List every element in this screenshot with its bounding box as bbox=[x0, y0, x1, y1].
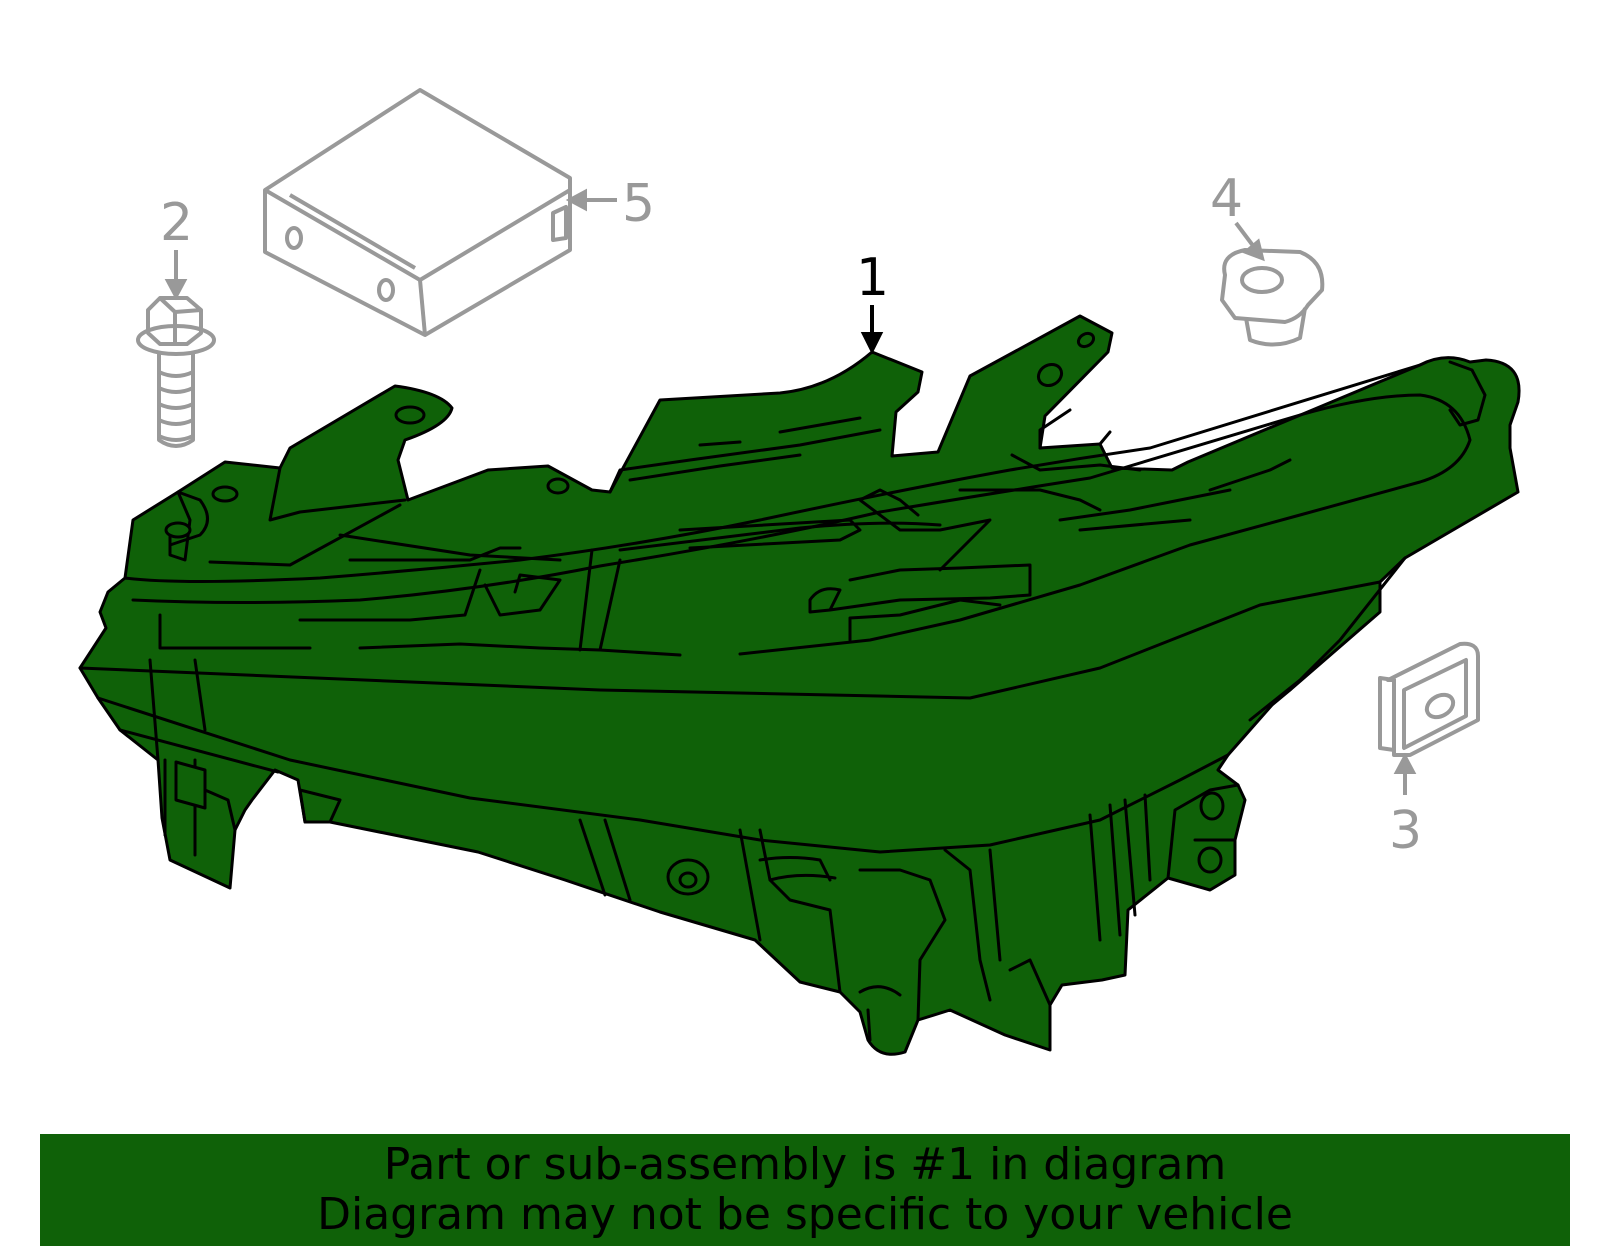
banner-line-2: Diagram may not be specific to your vehi… bbox=[317, 1189, 1293, 1240]
clip-nut-icon bbox=[1378, 641, 1480, 757]
info-banner: Part or sub-assembly is #1 in diagram Di… bbox=[40, 1134, 1570, 1246]
callout-1-leader bbox=[860, 305, 884, 355]
callout-1-label: 1 bbox=[856, 248, 889, 308]
callout-4-label: 4 bbox=[1210, 169, 1243, 229]
callout-2-label: 2 bbox=[160, 193, 193, 253]
callout-2-leader bbox=[164, 250, 188, 301]
banner-line-1: Part or sub-assembly is #1 in diagram bbox=[383, 1139, 1227, 1190]
callout-5-leader bbox=[565, 188, 617, 212]
callout-3-leader bbox=[1393, 752, 1417, 795]
headlamp-assembly-icon bbox=[78, 314, 1521, 1056]
grommet-icon bbox=[1220, 248, 1325, 347]
flange-bolt-icon bbox=[136, 296, 216, 448]
callout-4-leader bbox=[1234, 221, 1265, 262]
callout-5-label: 5 bbox=[622, 174, 655, 234]
callout-3-label: 3 bbox=[1389, 801, 1422, 861]
control-module-icon bbox=[263, 88, 572, 337]
